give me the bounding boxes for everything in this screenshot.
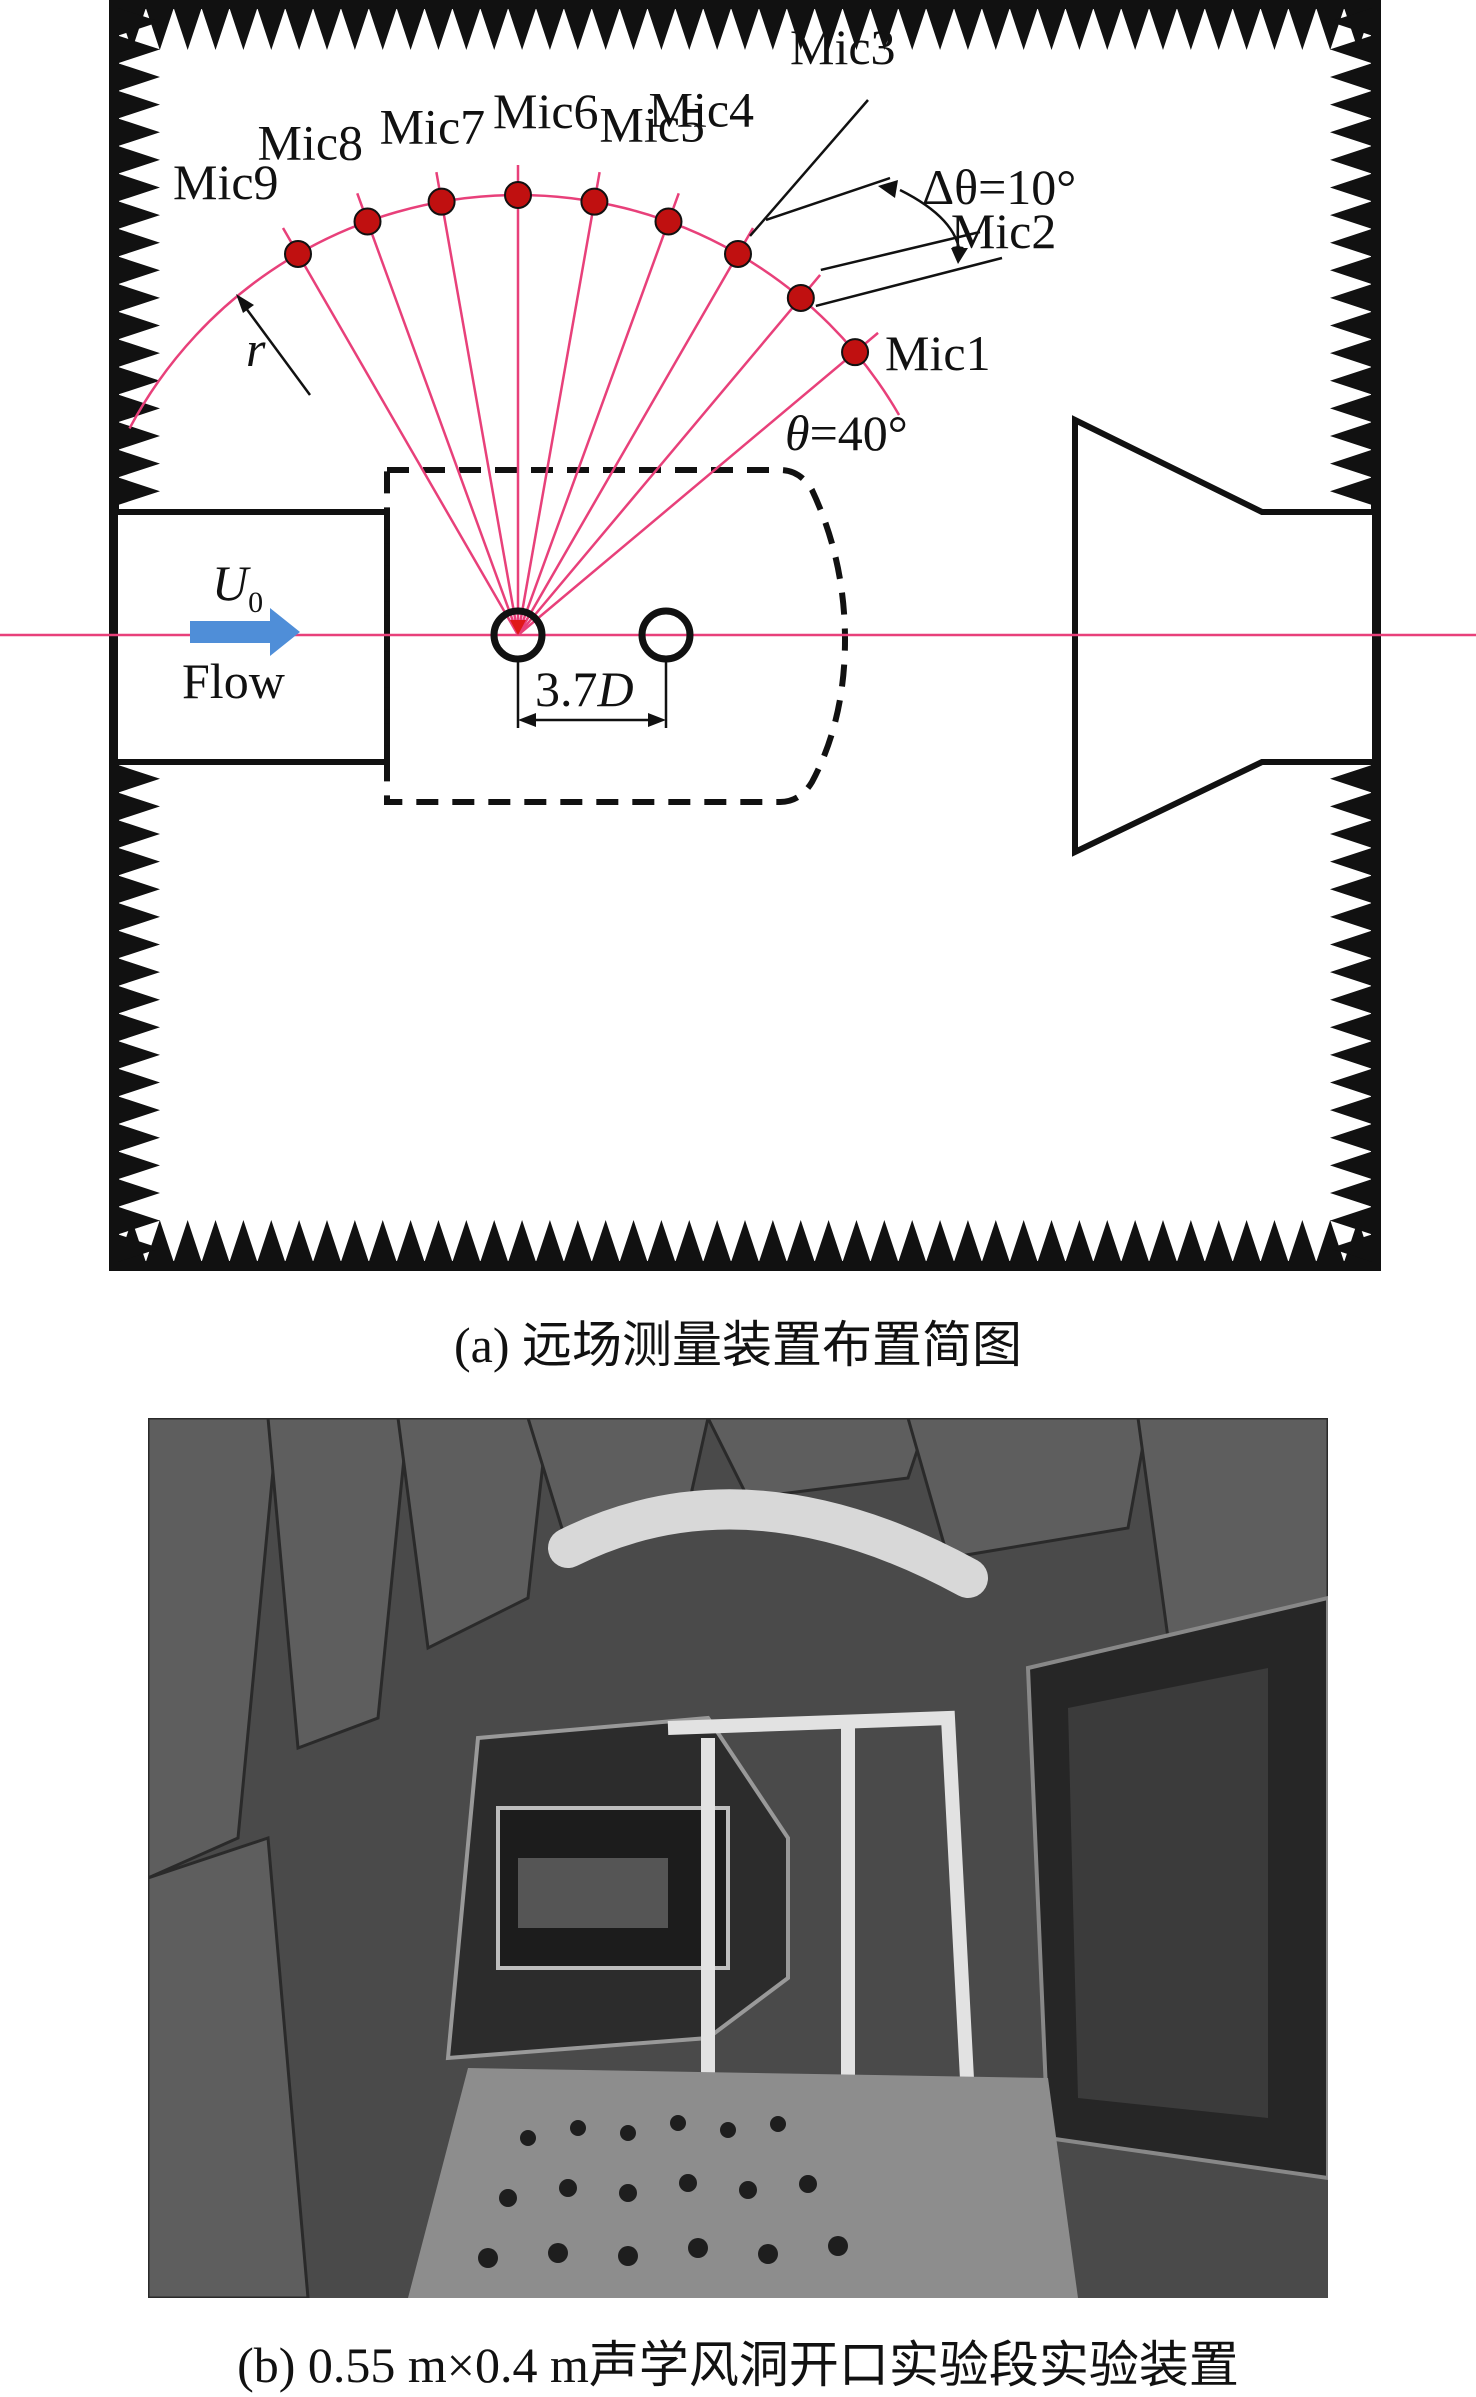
leader-line-3 <box>820 230 981 272</box>
label-leader-lines <box>749 99 1003 308</box>
absorber-wedges-left-lower <box>118 765 160 1262</box>
mic-marker-4 <box>654 207 683 236</box>
mic-label-2: Mic2 <box>951 203 1057 259</box>
mic-marker-2 <box>786 283 815 312</box>
source-origin-marker <box>510 620 526 635</box>
absorber-wedges-right-lower <box>1330 765 1372 1262</box>
far-field-setup-diagram: 3.7D U0 Flow r Δθ=10° θ=40° Mic1 Mic2 Mic3… <box>0 0 1476 1271</box>
mic-marker-8 <box>353 207 382 236</box>
mic-label-7: Mic7 <box>380 99 486 155</box>
mic-marker-3 <box>724 239 752 268</box>
radial-line-2 <box>517 274 822 636</box>
radius-arrowhead <box>236 294 254 313</box>
photo-floor-pins <box>478 2115 848 2268</box>
radial-line-4 <box>516 192 680 636</box>
radial-line-7 <box>435 171 520 636</box>
mic-marker-9 <box>284 239 312 268</box>
radial-line-3 <box>516 227 755 636</box>
radial-line-1 <box>517 331 879 636</box>
mic-label-4: Mic4 <box>648 82 754 138</box>
absorber-wedges-top <box>118 8 1372 50</box>
mic-label-3: Mic3 <box>790 19 896 75</box>
delta-theta-label: Δθ=10° <box>922 159 1076 215</box>
delta-theta-arrowhead-top <box>878 180 898 198</box>
absorber-wedges-bottom <box>118 1220 1372 1262</box>
theta-label: θ=40° <box>785 405 908 461</box>
test-section-outline <box>384 467 849 805</box>
radial-line-5 <box>516 171 601 636</box>
velocity-label: U0 <box>212 555 263 619</box>
panel-b-caption: (b) 0.55 m×0.4 m声学风洞开口实验段实验装置 <box>237 2337 1239 2393</box>
mic-label-9: Mic9 <box>173 154 279 210</box>
spacing-arrow-right <box>648 713 666 727</box>
spacing-arrow-left <box>518 713 536 727</box>
leader-line-2 <box>749 99 869 237</box>
flow-arrow <box>190 608 300 656</box>
mic-label-1: Mic1 <box>885 325 991 381</box>
mic-marker-7 <box>427 187 456 216</box>
mic-marker-1 <box>841 338 870 367</box>
absorber-wedges-left-upper <box>118 8 160 505</box>
delta-theta-arrowhead-bottom <box>951 248 968 264</box>
radial-lines <box>281 165 879 636</box>
radial-line-8 <box>356 192 520 636</box>
microphone-arc <box>128 193 901 430</box>
panel-a-caption: (a) 远场测量装置布置简图 <box>454 1317 1022 1373</box>
spacing-label: 3.7D <box>535 661 634 717</box>
mic-label-6: Mic6 <box>493 83 599 139</box>
mic-label-8: Mic8 <box>258 115 364 171</box>
leader-line-4 <box>765 176 891 222</box>
photo-foam-wedges <box>148 1418 1328 2298</box>
cylinder-downstream <box>638 607 694 663</box>
absorber-wedges-right-upper <box>1330 8 1372 505</box>
radius-line <box>238 299 312 396</box>
leader-line-1 <box>815 256 1003 308</box>
wind-tunnel-photo <box>148 1418 1328 2298</box>
photo-mic-arc-boom <box>548 1489 988 1598</box>
radius-label: r <box>246 321 266 377</box>
microphone-markers <box>284 181 870 367</box>
mic-marker-6 <box>504 181 532 209</box>
radial-line-9 <box>281 227 520 636</box>
mic-marker-5 <box>580 187 609 216</box>
mic-label-5: Mic5 <box>599 97 705 153</box>
flow-label: Flow <box>182 653 285 709</box>
cylinder-upstream <box>490 607 546 663</box>
